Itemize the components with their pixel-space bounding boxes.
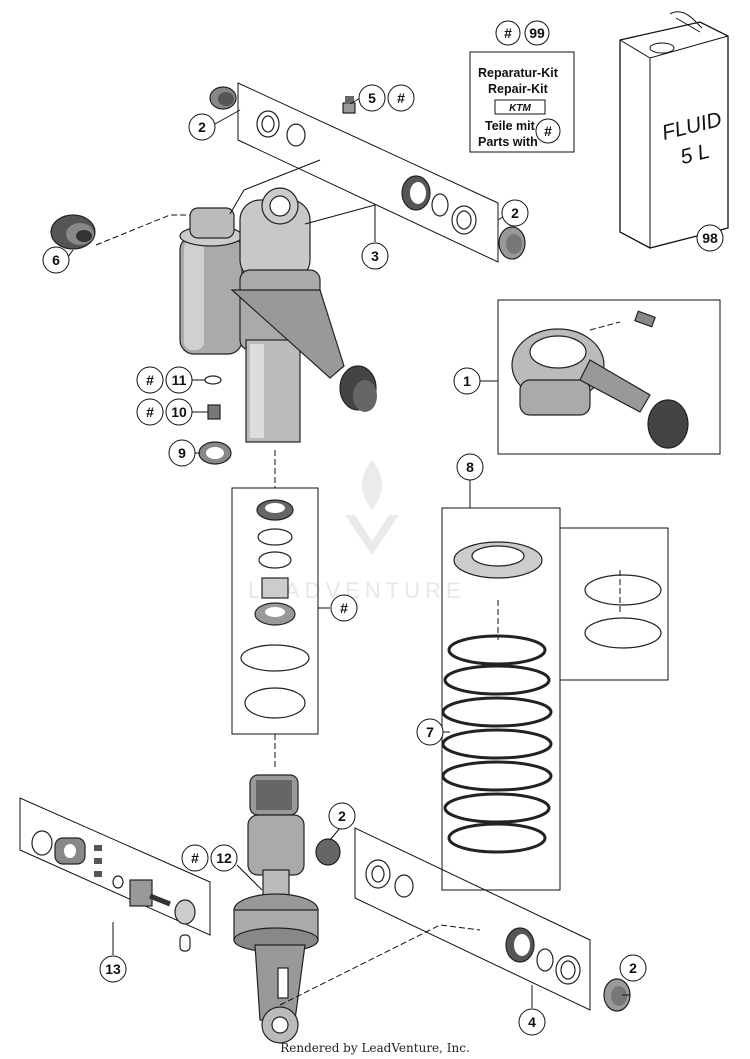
callout-hash-99[interactable]: # 99	[495, 20, 550, 46]
callout-98[interactable]: 98	[696, 224, 724, 252]
svg-text:2: 2	[629, 960, 637, 976]
svg-text:6: 6	[52, 252, 60, 268]
svg-text:2: 2	[338, 808, 346, 824]
top-bushing-box	[237, 82, 499, 263]
ktm-logo: KTM	[494, 99, 546, 115]
leader-1-screw	[589, 321, 621, 331]
bleed-screw-5	[342, 96, 356, 114]
repair-kit-hash: #	[544, 123, 552, 139]
repair-kit-line3: Teile mit	[485, 119, 536, 133]
bottom-bushing-box	[354, 827, 591, 1011]
spring-seat-box	[560, 527, 669, 681]
spring-7	[441, 634, 553, 854]
svg-text:9: 9	[178, 445, 186, 461]
lower-shock-12	[233, 774, 319, 1044]
callout-2-bottom[interactable]: 2	[619, 954, 647, 982]
spring-box	[441, 507, 561, 891]
svg-text:#: #	[504, 25, 512, 41]
piston-stack	[240, 499, 310, 719]
top-left-bushing	[209, 86, 306, 147]
spring-seat	[453, 541, 662, 649]
svg-text:10: 10	[171, 404, 187, 420]
callout-2-mid[interactable]: 2	[328, 802, 356, 830]
head-assembly-box	[497, 299, 721, 455]
repair-kit-line1: Reparatur-Kit	[478, 66, 559, 80]
callout-10[interactable]: # 10	[136, 398, 193, 426]
callout-3[interactable]: 3	[361, 242, 389, 270]
svg-text:13: 13	[105, 961, 121, 977]
callout-2-top-left[interactable]: 2	[188, 113, 216, 141]
svg-text:8: 8	[466, 459, 474, 475]
svg-text:#: #	[340, 600, 348, 616]
footer-credit: Rendered by LeadVenture, Inc.	[280, 1041, 470, 1055]
callout-2-top-right[interactable]: 2	[501, 199, 529, 227]
svg-text:5: 5	[368, 90, 376, 106]
repair-kit-line4: Parts with	[478, 135, 538, 149]
svg-text:12: 12	[216, 850, 232, 866]
callout-6[interactable]: 6	[42, 246, 70, 274]
svg-text:#: #	[397, 90, 405, 106]
svg-text:11: 11	[172, 372, 187, 388]
callout-1[interactable]: 1	[453, 367, 481, 395]
fluid-can: FLUID 5 L	[619, 11, 729, 249]
callout-9[interactable]: 9	[168, 439, 196, 467]
svg-text:#: #	[146, 404, 154, 420]
callout-4[interactable]: 4	[518, 1008, 546, 1036]
shock-body	[179, 187, 377, 443]
repair-kit-card: Reparatur-Kit Repair-Kit KTM Teile mit P…	[469, 51, 575, 153]
bottom-bushings	[315, 838, 631, 1012]
svg-text:98: 98	[702, 230, 718, 246]
svg-text:3: 3	[371, 248, 379, 264]
compression-knob-6	[50, 214, 96, 250]
svg-text:#: #	[146, 372, 154, 388]
callout-13[interactable]: 13	[99, 955, 127, 983]
head-assembly-1	[511, 310, 689, 449]
callout-hash-stack[interactable]: #	[330, 594, 358, 622]
adjuster-parts-13	[31, 830, 196, 952]
callout-11[interactable]: # 11	[136, 366, 193, 394]
svg-text:1: 1	[463, 373, 471, 389]
right-bushing-3	[401, 175, 526, 260]
callout-7[interactable]: 7	[416, 718, 444, 746]
leader-6	[95, 214, 190, 246]
callout-5[interactable]: 5 #	[358, 84, 415, 112]
svg-text:2: 2	[198, 119, 206, 135]
svg-text:2: 2	[511, 205, 519, 221]
leader-lines	[67, 97, 630, 1008]
adjuster-parts-box	[19, 797, 211, 936]
svg-text:4: 4	[528, 1014, 536, 1030]
svg-text:#: #	[191, 850, 199, 866]
callout-99: 99	[529, 25, 545, 41]
repair-kit-line2: Repair-Kit	[488, 82, 549, 96]
callout-12[interactable]: # 12	[181, 844, 238, 872]
small-parts-9-10-11	[198, 375, 232, 465]
svg-text:7: 7	[426, 724, 434, 740]
svg-text:KTM: KTM	[509, 103, 531, 114]
leader-bottom	[279, 924, 481, 1006]
callout-8[interactable]: 8	[456, 453, 484, 481]
